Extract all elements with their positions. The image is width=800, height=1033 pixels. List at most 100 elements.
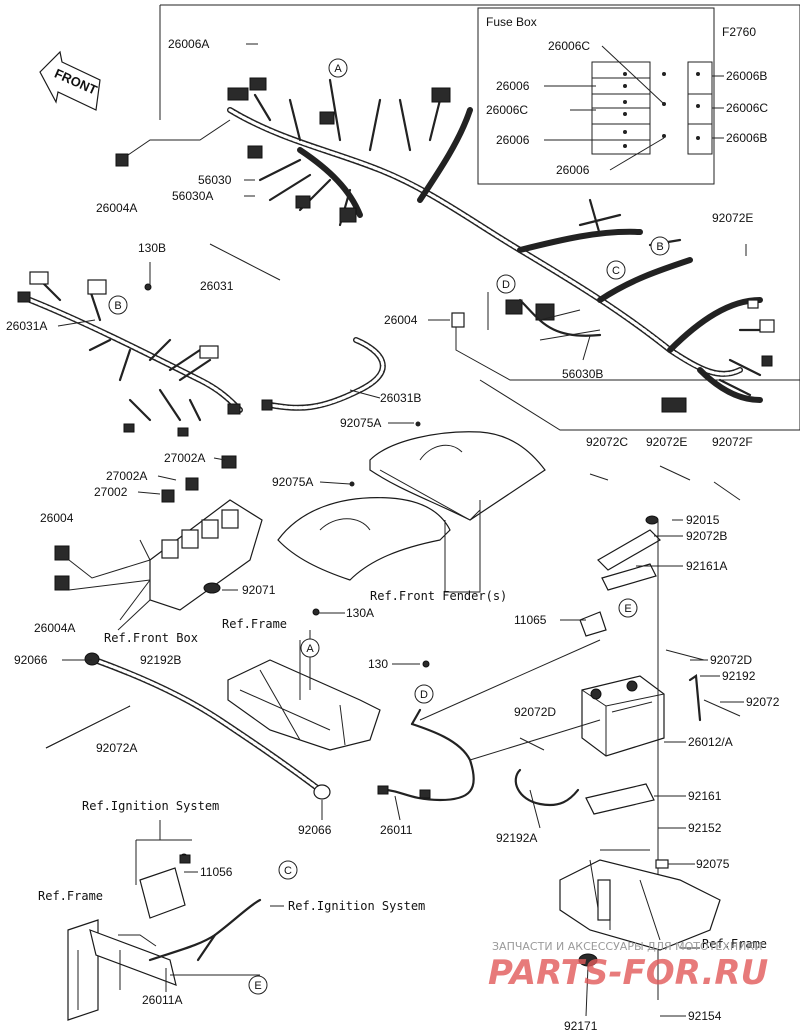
ref-front-fender: Ref.Front Fender(s) (370, 589, 507, 603)
ref-frame-right: Ref.Frame (702, 937, 767, 951)
label-26031B: 26031B (380, 391, 421, 405)
sub-harness-26031A (17, 271, 243, 437)
callout-circles: A B B C D A D E C E (108, 58, 670, 995)
label-92072C: 92072C (586, 435, 628, 449)
callout-b-left: B (108, 295, 128, 315)
ref-frame-mid: Ref.Frame (222, 617, 287, 631)
callout-d-lower: D (414, 684, 434, 704)
callout-a-top: A (328, 58, 348, 78)
label-92015: 92015 (686, 513, 720, 527)
label-27002: 27002 (94, 485, 128, 499)
ref-frame-left: Ref.Frame (38, 889, 103, 903)
reference-labels: Ref.Front Fender(s) Ref.Front Box Ref.Fr… (38, 589, 767, 951)
label-92066-left: 92066 (14, 653, 48, 667)
label-92072D-mid: 92072D (514, 705, 556, 719)
label-130A: 130A (346, 606, 374, 620)
front-box-relay-panel (54, 455, 263, 621)
figure-id: F2760 (722, 25, 756, 39)
label-26011A: 26011A (142, 993, 182, 1007)
cable-tie-92072A (45, 705, 131, 749)
label-92072F: 92072F (712, 435, 753, 449)
svg-text:D: D (420, 689, 428, 701)
label-26011: 26011 (380, 823, 413, 837)
fuse-label-26006-bottom: 26006 (556, 163, 590, 177)
label-130B: 130B (138, 241, 166, 255)
label-92072A: 92072A (96, 741, 137, 755)
callout-b-right: B (650, 236, 670, 256)
label-92192: 92192 (722, 669, 756, 683)
ref-ignition-top: Ref.Ignition System (82, 799, 219, 813)
callout-c-mid: C (606, 260, 626, 280)
label-56030A: 56030A (172, 189, 213, 203)
part-number-labels: 26006A 26004A 56030 56030A 130B 26031 26… (6, 37, 780, 1033)
svg-text:D: D (502, 279, 510, 291)
ref-ignition-right: Ref.Ignition System (288, 899, 425, 913)
svg-text:E: E (254, 980, 261, 992)
label-26012A: 26012/A (688, 735, 733, 749)
label-92072D-right: 92072D (710, 653, 752, 667)
front-direction-arrow: FRONT (39, 50, 101, 111)
label-26004-left: 26004 (40, 511, 74, 525)
label-11056: 11056 (200, 865, 233, 879)
svg-text:B: B (114, 300, 121, 312)
relay-26004-mid (451, 292, 602, 341)
harness-26011 (377, 639, 601, 802)
fuse-label-26006C-right: 26006C (726, 101, 768, 115)
label-92072: 92072 (746, 695, 780, 709)
label-92072B: 92072B (686, 529, 727, 543)
callout-e-battery: E (618, 598, 638, 618)
label-92192B: 92192B (140, 653, 181, 667)
fuse-label-26006-upper: 26006 (496, 79, 530, 93)
label-11065: 11065 (514, 613, 547, 627)
label-26004A-top: 26004A (96, 201, 137, 215)
svg-text:A: A (306, 643, 314, 655)
callout-e-bottom: E (248, 975, 268, 995)
label-92071: 92071 (242, 583, 276, 597)
harness-26031B (261, 337, 386, 411)
main-harness-26031 (227, 77, 775, 413)
svg-text:A: A (334, 63, 342, 75)
watermark-tagline: ЗАПЧАСТИ И АКСЕССУАРЫ ДЛЯ МОТОТЕХНИКИ (492, 940, 762, 953)
fuse-clip-icon (115, 153, 129, 167)
ref-front-box: Ref.Front Box (104, 631, 198, 645)
watermark: ЗАПЧАСТИ И АКСЕССУАРЫ ДЛЯ МОТОТЕХНИКИ PA… (488, 940, 768, 993)
label-92072E-mid: 92072E (646, 435, 687, 449)
label-92152: 92152 (688, 821, 722, 835)
label-56030: 56030 (198, 173, 232, 187)
fuse-box-inset: Fuse Box 26006C 26006 26006C 26006 26006… (477, 7, 768, 185)
label-27002A-mid: 27002A (106, 469, 147, 483)
frame-mid (227, 630, 381, 751)
front-fenders (277, 421, 546, 581)
svg-text:E: E (624, 603, 631, 615)
watermark-logo: PARTS-FOR.RU (488, 953, 768, 993)
callout-d-mid: D (496, 274, 516, 294)
fuse-label-26006C-mid: 26006C (486, 103, 528, 117)
frame-bottom-left (67, 820, 262, 1021)
fuse-box-title: Fuse Box (486, 15, 537, 29)
label-27002A-top: 27002A (164, 451, 205, 465)
label-26031A: 26031A (6, 319, 47, 333)
label-26004A-left: 26004A (34, 621, 75, 635)
battery-parts (514, 465, 741, 1000)
label-92075: 92075 (696, 857, 730, 871)
fuse-label-26006B-bottom: 26006B (726, 131, 767, 145)
spiral-tube-92192B (84, 652, 331, 800)
battery-tray (559, 849, 721, 967)
svg-text:B: B (656, 241, 663, 253)
svg-text:C: C (612, 265, 620, 277)
fuse-label-26006B-top: 26006B (726, 69, 767, 83)
leader-lines (57, 43, 800, 1017)
fuse-label-26006-lower: 26006 (496, 133, 530, 147)
label-92072E-top: 92072E (712, 211, 753, 225)
label-92154: 92154 (688, 1009, 722, 1023)
label-92192A: 92192A (496, 831, 537, 845)
label-130: 130 (368, 657, 388, 671)
label-92075A-mid: 92075A (272, 475, 313, 489)
label-26006A: 26006A (168, 37, 209, 51)
label-56030B: 56030B (562, 367, 603, 381)
label-26031: 26031 (200, 279, 234, 293)
label-92161: 92161 (688, 789, 722, 803)
diagram-frame-lines (159, 4, 800, 431)
